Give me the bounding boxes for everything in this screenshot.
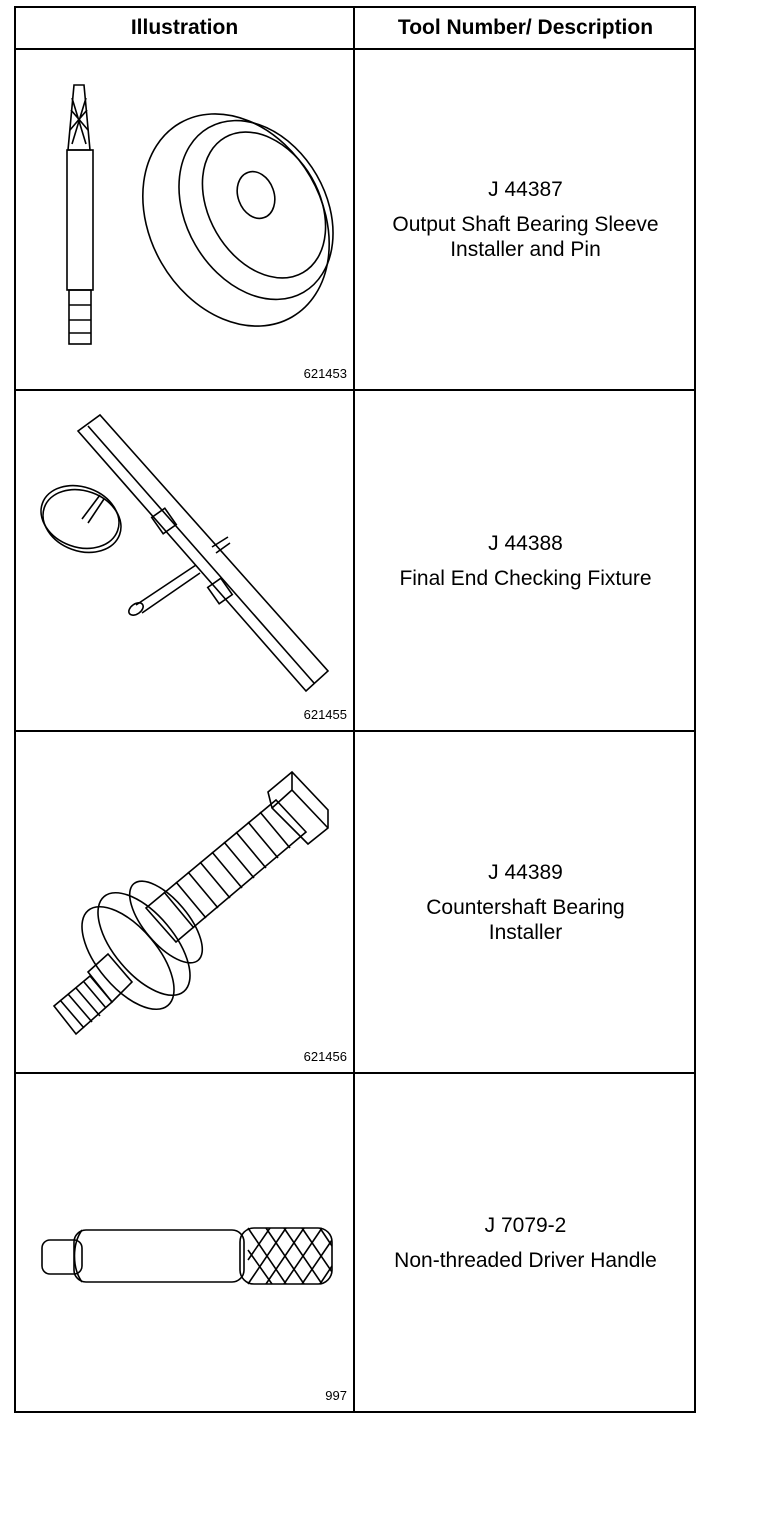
tool-description: Non-threaded Driver Handle xyxy=(394,1248,657,1272)
tool-number: J 44388 xyxy=(488,531,563,555)
illustration-cell: 621455 xyxy=(16,391,353,730)
figure-id: 997 xyxy=(325,1388,347,1403)
end-checking-fixture-icon xyxy=(40,413,330,693)
sleeve-installer-and-pin-icon xyxy=(66,84,334,345)
row-divider xyxy=(16,1072,694,1074)
tool-table: Illustration Tool Number/ Description 62… xyxy=(14,6,696,1413)
description-cell: J 44387 Output Shaft Bearing Sleeve Inst… xyxy=(355,50,696,389)
header-illustration: Illustration xyxy=(130,16,239,39)
tool-description: Countershaft Bearing Installer xyxy=(426,895,625,944)
driver-handle-icon xyxy=(41,1227,333,1285)
row-divider xyxy=(16,389,694,391)
row-divider xyxy=(16,730,694,732)
description-cell: J 44388 Final End Checking Fixture xyxy=(355,391,696,730)
column-divider xyxy=(353,8,355,1411)
description-cell: J 44389 Countershaft Bearing Installer xyxy=(355,732,696,1072)
tool-number: J 7079-2 xyxy=(484,1213,567,1237)
tool-description: Final End Checking Fixture xyxy=(399,566,652,590)
figure-id: 621456 xyxy=(303,1049,347,1064)
illustration-cell: 997 xyxy=(16,1074,353,1411)
illustration-cell: 621456 xyxy=(16,732,353,1072)
figure-id: 621453 xyxy=(303,366,347,381)
tool-number: J 44389 xyxy=(488,860,563,884)
bearing-installer-bolt-icon xyxy=(52,770,329,1036)
description-cell: J 7079-2 Non-threaded Driver Handle xyxy=(355,1074,696,1411)
header-tool-number-description: Tool Number/ Description xyxy=(397,16,654,39)
tool-number: J 44387 xyxy=(488,178,563,201)
figure-id: 621455 xyxy=(303,707,347,722)
header-divider xyxy=(16,48,694,50)
tool-description: Output Shaft Bearing Sleeve Installer an… xyxy=(392,213,659,261)
illustration-cell: 621453 xyxy=(16,50,353,389)
